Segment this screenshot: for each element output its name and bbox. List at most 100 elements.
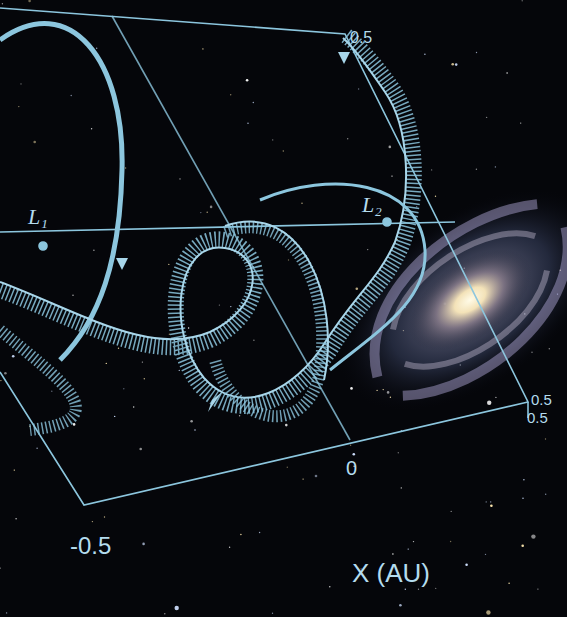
star: [329, 586, 330, 587]
star: [210, 206, 213, 209]
star: [522, 0, 523, 1]
star: [506, 72, 507, 73]
star: [416, 206, 417, 207]
star: [190, 420, 193, 423]
star: [200, 212, 201, 213]
star: [118, 348, 119, 349]
star: [486, 117, 487, 118]
star: [398, 452, 399, 453]
star: [133, 406, 134, 407]
star: [350, 445, 351, 446]
star: [545, 494, 546, 495]
star: [315, 475, 318, 478]
star: [531, 534, 535, 538]
star: [96, 48, 97, 49]
star: [450, 541, 451, 542]
star: [549, 348, 550, 349]
star: [301, 203, 302, 204]
star: [405, 589, 406, 590]
star: [169, 334, 170, 335]
star: [164, 613, 165, 614]
star: [367, 249, 368, 250]
star: [490, 501, 491, 502]
star: [431, 169, 432, 170]
star: [486, 501, 487, 502]
star: [285, 424, 288, 427]
star: [123, 388, 124, 389]
star: [6, 612, 7, 613]
star: [72, 295, 73, 296]
star: [188, 327, 189, 328]
star: [287, 467, 288, 468]
star: [435, 196, 436, 197]
orbit-ribbon: [0, 24, 425, 430]
star: [12, 355, 15, 358]
star: [391, 175, 392, 176]
star: [521, 545, 524, 548]
star: [424, 54, 425, 55]
star: [175, 606, 179, 610]
star: [495, 166, 496, 167]
star: [229, 547, 230, 548]
star: [508, 583, 509, 584]
star: [272, 139, 273, 140]
axis-box: [0, 8, 528, 505]
star: [520, 122, 521, 123]
star: [179, 178, 180, 179]
star: [71, 95, 72, 96]
star: [0, 380, 1, 381]
star: [523, 479, 524, 480]
star: [347, 138, 348, 139]
star: [14, 469, 15, 470]
star: [230, 306, 231, 307]
star: [18, 106, 19, 107]
star: [142, 543, 145, 546]
star: [36, 448, 37, 449]
axis-tick: -0.5: [70, 534, 111, 558]
star: [435, 588, 436, 589]
star: [28, 0, 31, 2]
star: [0, 567, 1, 568]
star: [418, 589, 419, 590]
star: [4, 372, 7, 375]
axis-tick: 0.5: [350, 30, 372, 46]
star: [486, 610, 490, 614]
star: [392, 553, 393, 554]
star: [51, 391, 52, 392]
star: [490, 505, 493, 508]
star: [106, 363, 107, 364]
star: [537, 588, 538, 589]
star: [358, 88, 359, 89]
lagrange-point-label: L₁: [28, 206, 48, 228]
star: [487, 401, 491, 405]
star: [15, 518, 16, 519]
star: [485, 554, 486, 555]
star: [104, 516, 105, 517]
star: [168, 264, 169, 265]
star: [283, 150, 284, 151]
star: [259, 532, 260, 533]
star: [401, 487, 402, 488]
star: [2, 3, 3, 4]
star: [476, 52, 477, 53]
star: [465, 564, 468, 567]
star: [253, 340, 254, 341]
axis-title: X (AU): [352, 560, 430, 586]
star: [91, 128, 92, 129]
star: [114, 416, 115, 417]
star: [142, 361, 143, 362]
star: [476, 169, 477, 170]
star: [239, 415, 240, 416]
axis-tick: 0: [346, 458, 357, 478]
star: [20, 83, 21, 84]
star: [272, 613, 273, 614]
star: [356, 287, 359, 290]
star: [247, 123, 248, 124]
lagrange-point-label: L₂: [362, 194, 382, 216]
star: [179, 370, 180, 371]
star: [230, 94, 231, 95]
star: [246, 79, 249, 82]
star: [451, 511, 452, 512]
